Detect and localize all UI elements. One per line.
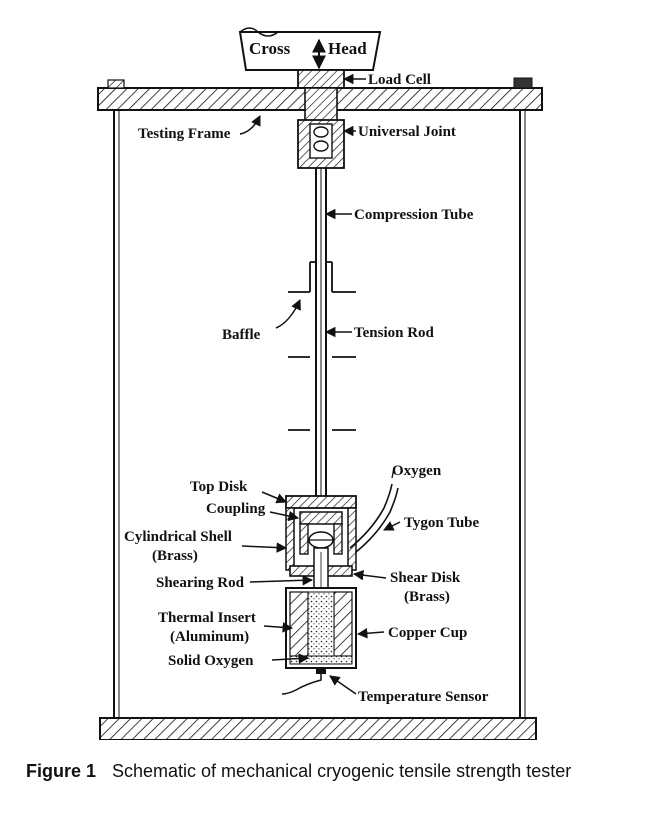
figure-caption-text: Schematic of mechanical cryogenic tensil… bbox=[112, 761, 572, 781]
cross-head-label-right: Head bbox=[328, 39, 367, 58]
tygon-tube-label: Tygon Tube bbox=[404, 515, 480, 531]
load-cell-label: Load Cell bbox=[368, 72, 431, 88]
compression-tube: Compression Tube Tension Rod bbox=[315, 168, 474, 498]
baffles: Baffle bbox=[222, 261, 356, 431]
cylindrical-shell-material-label: (Brass) bbox=[152, 548, 198, 564]
thermal-insert-material-label: (Aluminum) bbox=[170, 629, 249, 645]
shearing-rod-label: Shearing Rod bbox=[156, 575, 245, 591]
assembly-leaders bbox=[241, 467, 401, 695]
compression-tube-label: Compression Tube bbox=[354, 207, 474, 223]
figure-caption: Figure 1 Schematic of mechanical cryogeni… bbox=[26, 760, 626, 782]
sample-assembly bbox=[281, 483, 399, 695]
temperature-sensor-label: Temperature Sensor bbox=[358, 689, 489, 705]
figure-number: Figure 1 bbox=[26, 761, 97, 781]
cross-head: Cross Head bbox=[238, 27, 382, 71]
universal-joint: Universal Joint bbox=[297, 87, 456, 169]
universal-joint-label: Universal Joint bbox=[358, 124, 456, 140]
shear-disk-material-label: (Brass) bbox=[404, 589, 450, 605]
baffle-label: Baffle bbox=[222, 327, 261, 343]
shear-disk-label: Shear Disk bbox=[390, 570, 461, 586]
tensile-tester-schematic: Cross Head Load Cell Testing Frame Unive… bbox=[97, 27, 543, 740]
top-disk-label: Top Disk bbox=[190, 479, 248, 495]
testing-frame-label: Testing Frame bbox=[138, 126, 231, 142]
cross-head-label-left: Cross bbox=[249, 39, 291, 58]
load-cell: Load Cell bbox=[297, 69, 431, 89]
tension-rod-label: Tension Rod bbox=[354, 325, 435, 341]
thermal-insert-label: Thermal Insert bbox=[158, 610, 256, 626]
oxygen-label: Oxygen bbox=[392, 463, 442, 479]
coupling-label: Coupling bbox=[206, 501, 266, 517]
copper-cup-label: Copper Cup bbox=[388, 625, 467, 641]
solid-oxygen-label: Solid Oxygen bbox=[168, 653, 254, 669]
cylindrical-shell-label: Cylindrical Shell bbox=[124, 529, 232, 545]
